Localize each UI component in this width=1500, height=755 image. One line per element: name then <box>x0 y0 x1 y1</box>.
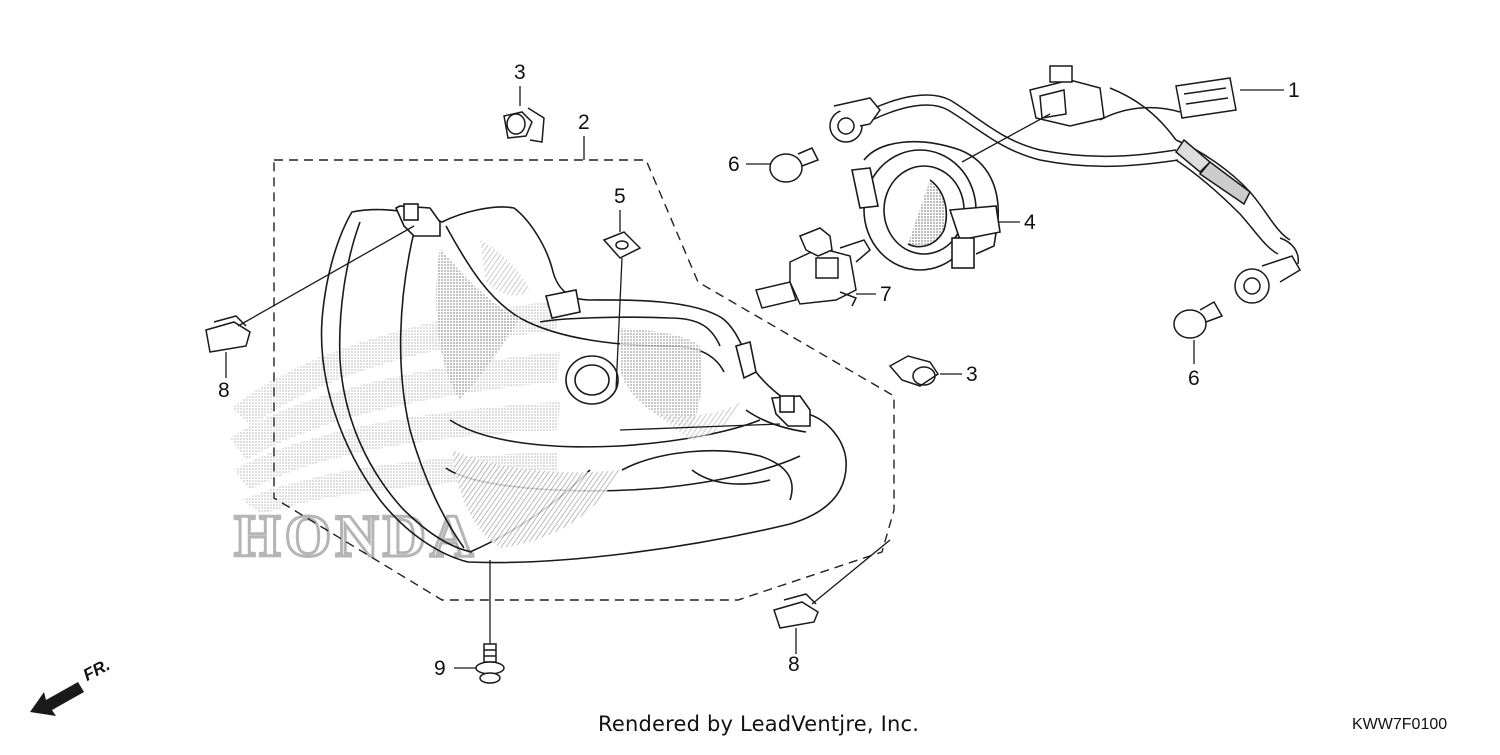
wedge-bulb-lower <box>1173 300 1224 339</box>
lens-shading <box>436 240 740 548</box>
front-arrow-icon <box>30 682 84 716</box>
grommet-right <box>888 355 940 387</box>
callout-3-right: 3 <box>966 363 978 386</box>
adjusting-screw <box>475 643 505 684</box>
callout-5: 5 <box>614 185 626 208</box>
wedge-bulb-upper <box>769 147 820 183</box>
diagram-code: KWW7F0100 <box>1352 716 1448 733</box>
clip-bottom <box>773 593 819 629</box>
callout-3-top: 3 <box>514 61 526 84</box>
dust-cover <box>851 140 1001 271</box>
callout-6-lower: 6 <box>1188 367 1200 390</box>
callout-8-bottom: 8 <box>788 653 800 676</box>
assembly-boundary-dashed <box>273 159 895 601</box>
callout-6-upper: 6 <box>728 153 740 176</box>
square-nut <box>602 231 642 259</box>
clip-left <box>205 315 251 353</box>
callout-4: 4 <box>1024 211 1036 234</box>
callout-7: 7 <box>880 283 892 306</box>
leader-lines <box>225 86 1284 669</box>
callout-9: 9 <box>434 657 446 680</box>
position-light-lens <box>565 355 619 405</box>
honda-watermark-text: HONDA <box>234 503 477 569</box>
render-credit: Rendered by LeadVentjre, Inc. <box>598 712 920 736</box>
callout-1: 1 <box>1288 79 1300 102</box>
headlight-bulb <box>755 227 871 309</box>
callout-2: 2 <box>578 111 590 134</box>
grommet-top <box>503 107 545 143</box>
callout-8-left: 8 <box>218 379 230 402</box>
